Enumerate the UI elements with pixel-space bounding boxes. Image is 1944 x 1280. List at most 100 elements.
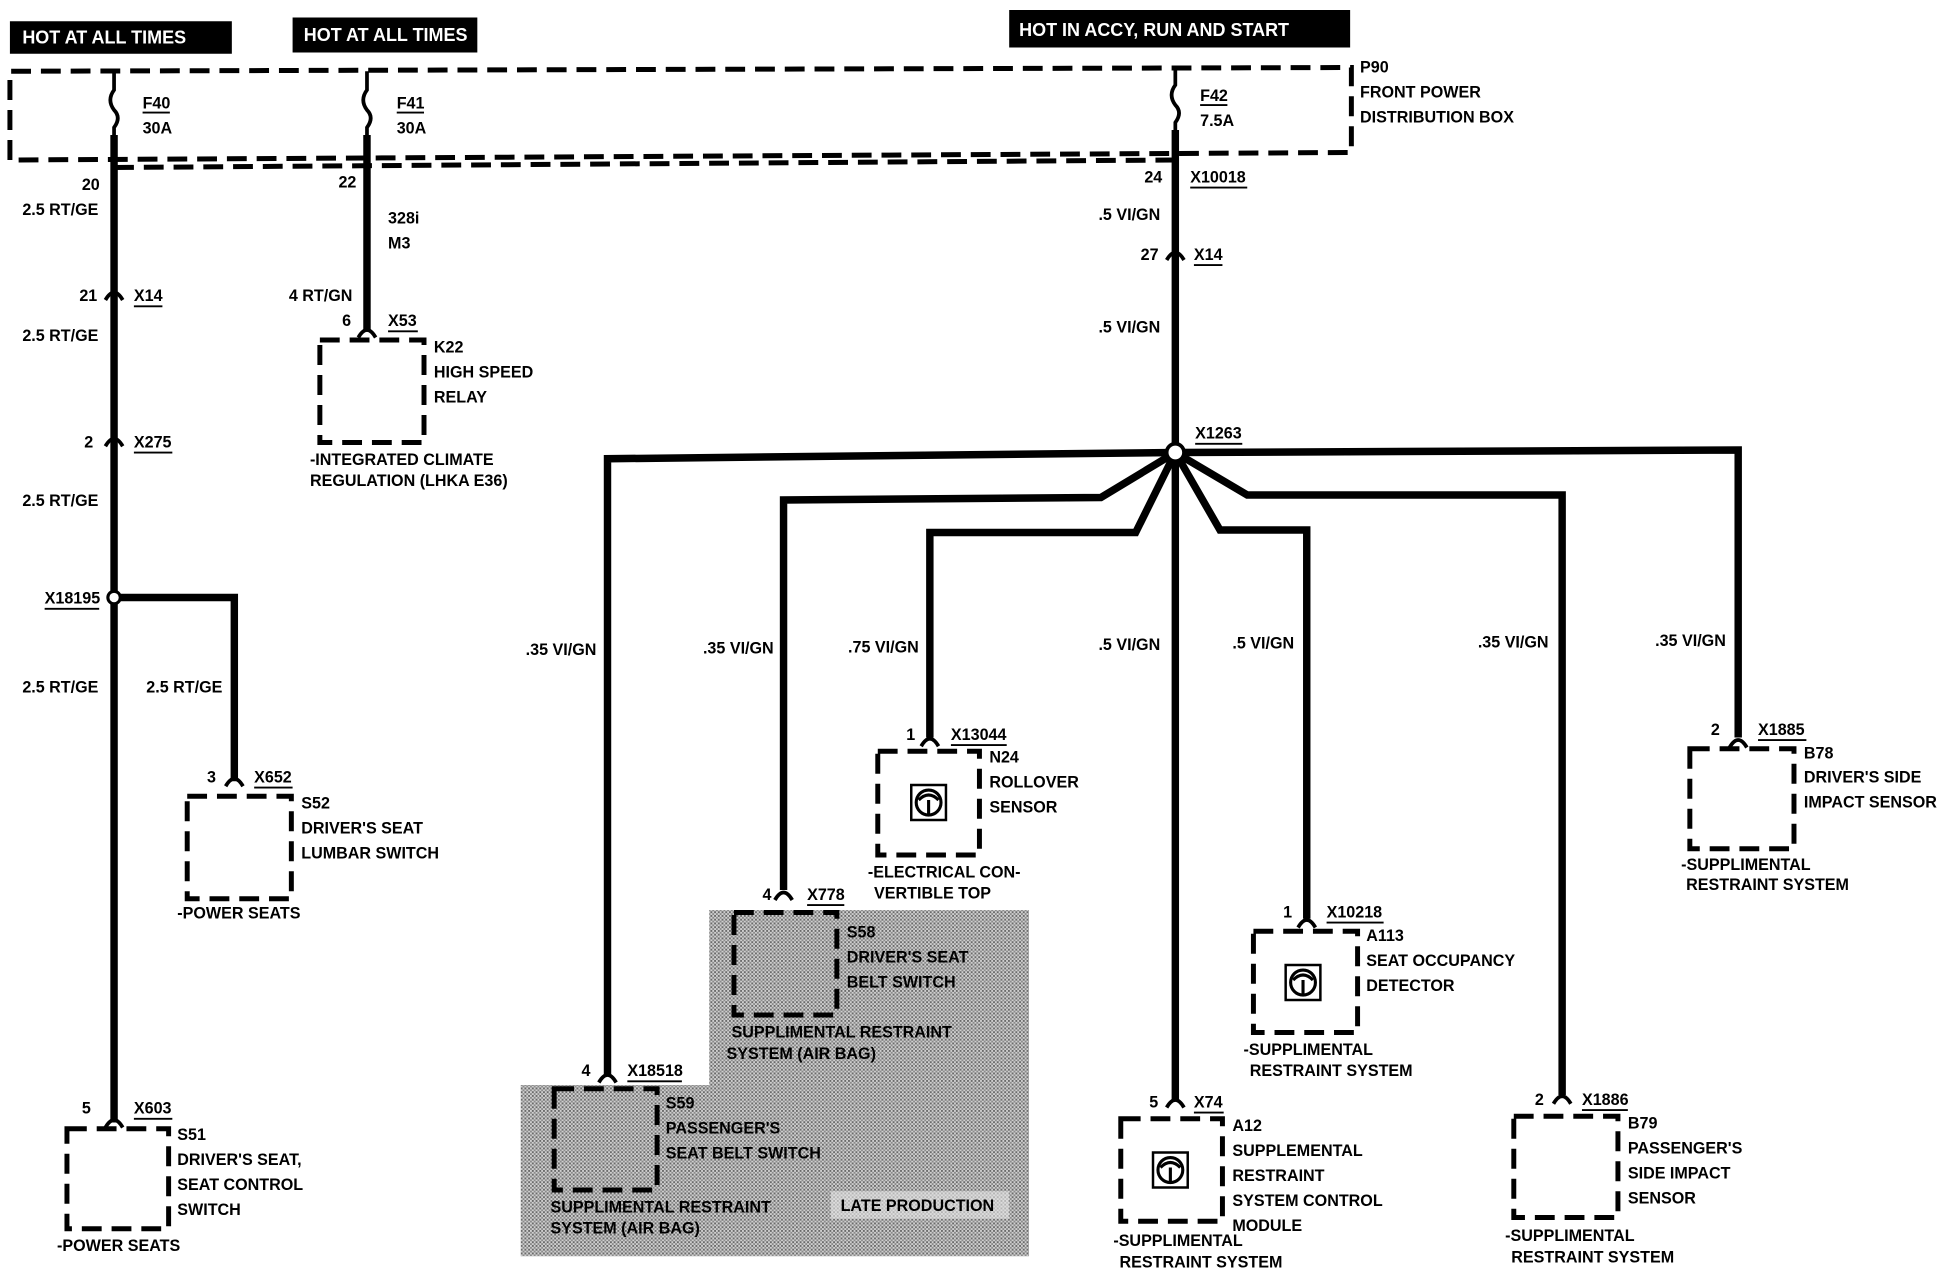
connector-icon [1165,250,1186,262]
svg-text:A12: A12 [1232,1117,1262,1135]
svg-text:X778: X778 [807,886,845,904]
svg-text:LUMBAR SWITCH: LUMBAR SWITCH [301,845,439,863]
circuit-f40: 20 2.5 RT/GE 21 X14 2.5 RT/GE 2 X275 2.5… [22,135,439,1255]
svg-text:X13044: X13044 [951,726,1007,744]
steering-wheel-icon [910,783,948,822]
svg-text:X1886: X1886 [1582,1091,1629,1109]
svg-text:X1263: X1263 [1195,425,1242,443]
steering-wheel-icon [1284,963,1322,1002]
component-a113[interactable]: 1 X10218 A113 SEAT OCCUPANCY DETECTOR -S… [1244,903,1516,1080]
fuse-icon [1169,67,1181,130]
svg-text:2.5 RT/GE: 2.5 RT/GE [22,201,98,219]
svg-text:21: 21 [79,287,97,305]
component-s59[interactable]: 4 X18518 S59 PASSENGER'S SEAT BELT SWITC… [550,1062,820,1238]
late-production-note: LATE PRODUCTION [830,1191,1010,1219]
svg-text:.35 VI/GN: .35 VI/GN [526,641,597,659]
connector-icon [597,1073,618,1084]
svg-text:S51: S51 [177,1126,206,1144]
component-b78[interactable]: 2 X1885 B78 DRIVER'S SIDE IMPACT SENSOR … [1681,721,1937,894]
svg-text:2.5 RT/GE: 2.5 RT/GE [22,327,98,345]
fuse-f42: F42 7.5A [1169,67,1234,130]
component-k22[interactable]: 6 X53 K22 HIGH SPEED RELAY -INTEGRATED C… [310,312,533,490]
svg-text:SENSOR: SENSOR [1628,1190,1696,1208]
connector-icon [773,890,794,902]
svg-text:HIGH SPEED: HIGH SPEED [434,363,533,381]
svg-text:MODULE: MODULE [1232,1217,1302,1235]
svg-text:4: 4 [581,1062,590,1080]
svg-text:HOT AT ALL TIMES: HOT AT ALL TIMES [22,28,186,48]
svg-text:2.5 RT/GE: 2.5 RT/GE [22,492,98,510]
svg-text:SEAT OCCUPANCY: SEAT OCCUPANCY [1366,952,1515,970]
svg-text:2.5 RT/GE: 2.5 RT/GE [146,678,222,696]
component-s51[interactable]: 5 X603 S51 DRIVER'S SEAT, SEAT CONTROL S… [57,1100,303,1256]
svg-text:20: 20 [82,176,100,194]
late-production-shade [520,910,1030,1257]
svg-text:DRIVER'S SIDE: DRIVER'S SIDE [1804,768,1922,786]
component-s52[interactable]: 3 X652 S52 DRIVER'S SEAT LUMBAR SWITCH -… [177,768,439,922]
svg-text:3: 3 [207,768,216,786]
svg-text:27: 27 [1141,246,1159,264]
svg-text:SYSTEM (AIR BAG): SYSTEM (AIR BAG) [727,1045,876,1063]
svg-text:PASSENGER'S: PASSENGER'S [1628,1140,1743,1158]
distribution-box-outline [7,64,1354,163]
svg-text:.75 VI/GN: .75 VI/GN [848,638,919,656]
svg-text:-SUPPLIMENTAL: -SUPPLIMENTAL [1681,856,1811,874]
svg-text:.35 VI/GN: .35 VI/GN [1655,632,1726,650]
component-a12[interactable]: 5 X74 A12 SUPPLEMENTAL RESTRAINT SYSTEM … [1113,1093,1382,1271]
svg-text:B78: B78 [1804,745,1834,763]
svg-text:2.5 RT/GE: 2.5 RT/GE [22,678,98,696]
svg-text:DETECTOR: DETECTOR [1366,977,1455,995]
svg-text:HOT AT ALL TIMES: HOT AT ALL TIMES [304,25,468,45]
svg-text:X18195: X18195 [45,590,101,608]
connector-icon [1296,918,1318,929]
svg-text:SWITCH: SWITCH [177,1201,241,1219]
wire-branch-s58 [779,449,1178,890]
svg-text:VERTIBLE TOP: VERTIBLE TOP [874,885,991,903]
svg-text:7.5A: 7.5A [1200,112,1234,130]
component-s58[interactable]: 4 X778 S58 DRIVER'S SEAT BELT SWITCH SUP… [727,886,969,1063]
svg-text:RELAY: RELAY [434,388,487,406]
svg-text:2: 2 [84,433,93,451]
connector-icon [1165,1098,1186,1109]
svg-text:S58: S58 [847,923,876,941]
svg-text:22: 22 [338,173,356,191]
component-n24[interactable]: 1 X13044 N24 ROLLOVER SENSOR -ELECTRICAL… [868,726,1079,903]
svg-text:-SUPPLIMENTAL: -SUPPLIMENTAL [1244,1041,1374,1059]
svg-text:SYSTEM CONTROL: SYSTEM CONTROL [1232,1192,1382,1210]
svg-text:-POWER SEATS: -POWER SEATS [57,1237,180,1255]
svg-text:RESTRAINT SYSTEM: RESTRAINT SYSTEM [1511,1248,1674,1266]
svg-text:X603: X603 [134,1100,172,1118]
svg-text:N24: N24 [989,748,1019,766]
svg-text:F40: F40 [143,95,171,113]
splice-icon [1164,441,1186,464]
svg-text:F41: F41 [397,95,425,113]
wire-f40-branch [114,593,239,782]
svg-text:SEAT CONTROL: SEAT CONTROL [177,1176,303,1194]
connector-x14-f40: 21 X14 [79,287,163,308]
svg-text:X1885: X1885 [1758,721,1805,739]
svg-text:.5 VI/GN: .5 VI/GN [1098,206,1160,224]
svg-text:2: 2 [1711,721,1720,739]
svg-text:SYSTEM (AIR BAG): SYSTEM (AIR BAG) [550,1220,699,1238]
svg-text:RESTRAINT: RESTRAINT [1232,1167,1324,1185]
component-b79[interactable]: 2 X1886 B79 PASSENGER'S SIDE IMPACT SENS… [1505,1091,1742,1267]
circuit-f41: 22 328i M3 4 RT/GN 6 X53 K22 HIGH SPEED … [289,135,533,490]
wire-branch-n24 [926,450,1179,738]
svg-text:SEAT BELT SWITCH: SEAT BELT SWITCH [666,1145,821,1163]
distribution-box-id: P90 [1360,58,1389,76]
fuse-icon [361,71,373,135]
svg-text:X10018: X10018 [1190,168,1246,186]
svg-text:LATE PRODUCTION: LATE PRODUCTION [841,1197,995,1215]
svg-text:-ELECTRICAL CON-: -ELECTRICAL CON- [868,863,1021,881]
connector-icon [1727,738,1749,749]
connector-icon [103,436,125,448]
svg-text:X53: X53 [388,312,417,330]
power-label-f42: HOT IN ACCY, RUN AND START [1009,10,1351,48]
svg-text:S52: S52 [301,795,330,813]
splice-icon [106,589,122,606]
connector-icon [103,1118,125,1129]
wire-branch-b79 [1173,449,1566,1095]
svg-text:2: 2 [1535,1091,1544,1109]
svg-text:HOT IN ACCY, RUN AND START: HOT IN ACCY, RUN AND START [1019,20,1289,40]
